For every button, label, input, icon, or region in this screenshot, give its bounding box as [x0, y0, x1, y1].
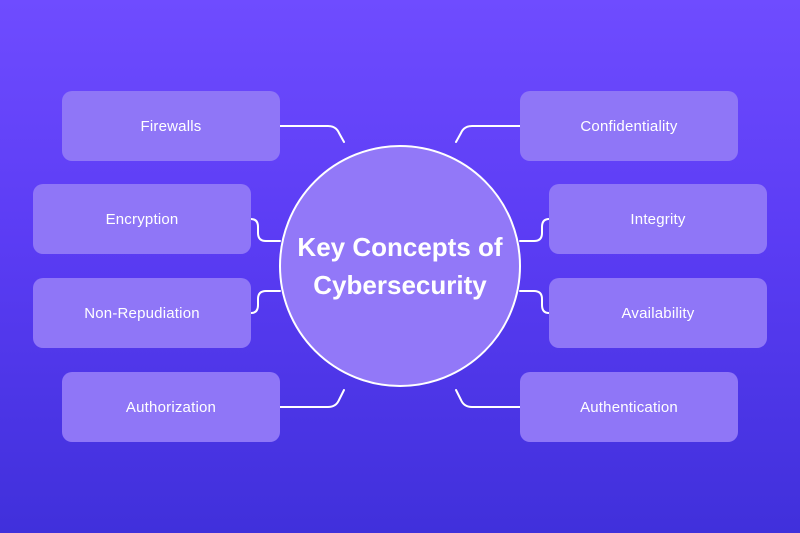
node-firewalls-label: Firewalls: [140, 117, 202, 135]
node-integrity: Integrity: [549, 184, 767, 254]
node-integrity-label: Integrity: [630, 210, 686, 228]
center-title-line-1: Key Concepts of: [297, 232, 503, 262]
connector-authorization: [279, 389, 345, 408]
node-non-repudiation-label: Non-Repudiation: [84, 304, 200, 322]
node-authentication-label: Authentication: [580, 398, 678, 416]
node-confidentiality: Confidentiality: [520, 91, 738, 161]
node-firewalls: Firewalls: [62, 91, 280, 161]
node-encryption: Encryption: [33, 184, 251, 254]
connector-non-repudiation: [250, 290, 281, 314]
connector-encryption: [250, 218, 281, 242]
node-authorization: Authorization: [62, 372, 280, 442]
node-availability-label: Availability: [621, 304, 695, 322]
node-confidentiality-label: Confidentiality: [580, 117, 678, 135]
connector-authentication: [455, 389, 521, 408]
connector-integrity: [519, 218, 550, 242]
connector-availability: [519, 290, 550, 314]
center-title-line-2: Cybersecurity: [313, 270, 487, 300]
node-non-repudiation: Non-Repudiation: [33, 278, 251, 348]
connector-confidentiality: [455, 125, 521, 143]
connector-firewalls: [279, 125, 345, 143]
node-availability: Availability: [549, 278, 767, 348]
center-topic-circle: Key Concepts of Cybersecurity: [279, 145, 521, 387]
node-encryption-label: Encryption: [105, 210, 179, 228]
node-authorization-label: Authorization: [125, 398, 217, 416]
node-authentication: Authentication: [520, 372, 738, 442]
